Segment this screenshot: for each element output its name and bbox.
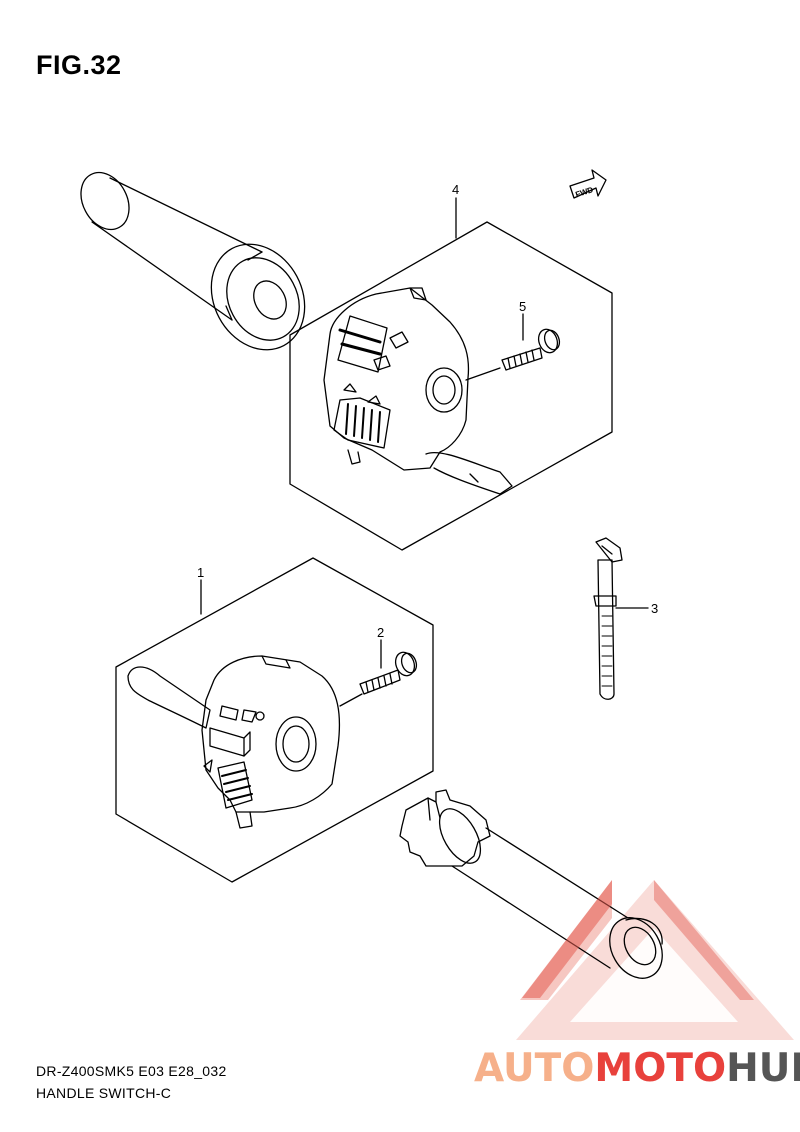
callout-2-label: 2 [377,625,384,640]
watermark-part-auto: AUTO [474,1046,595,1091]
callout-1-box [115,557,434,883]
screw-5 [501,313,561,371]
callout-5-label: 5 [519,299,526,314]
figure-title: FIG.32 [36,50,122,80]
forward-arrow-icon [569,169,607,199]
fwd-label: FWD [574,185,594,199]
screw-2 [359,639,418,695]
callout-3-label: 3 [651,601,658,616]
callout-1-label: 1 [197,565,204,580]
left-handle-switch [127,655,363,829]
watermark-triangle-overlay [522,880,754,1000]
left-grip [80,171,306,351]
figure-code: DR-Z400SMK5 E03 E28_032 [36,1063,227,1079]
callout-4-box [289,197,613,551]
watermark-part-hub: HUB [726,1046,800,1091]
watermark-logo: AUTOMOTOHUB [474,1046,800,1091]
throttle-grip [399,789,663,979]
callout-4-label: 4 [452,182,459,197]
figure-name: HANDLE SWITCH-C [36,1085,172,1101]
cable-tie-3 [593,537,649,700]
watermark-part-moto: MOTO [594,1046,727,1091]
right-handle-switch [323,287,513,495]
